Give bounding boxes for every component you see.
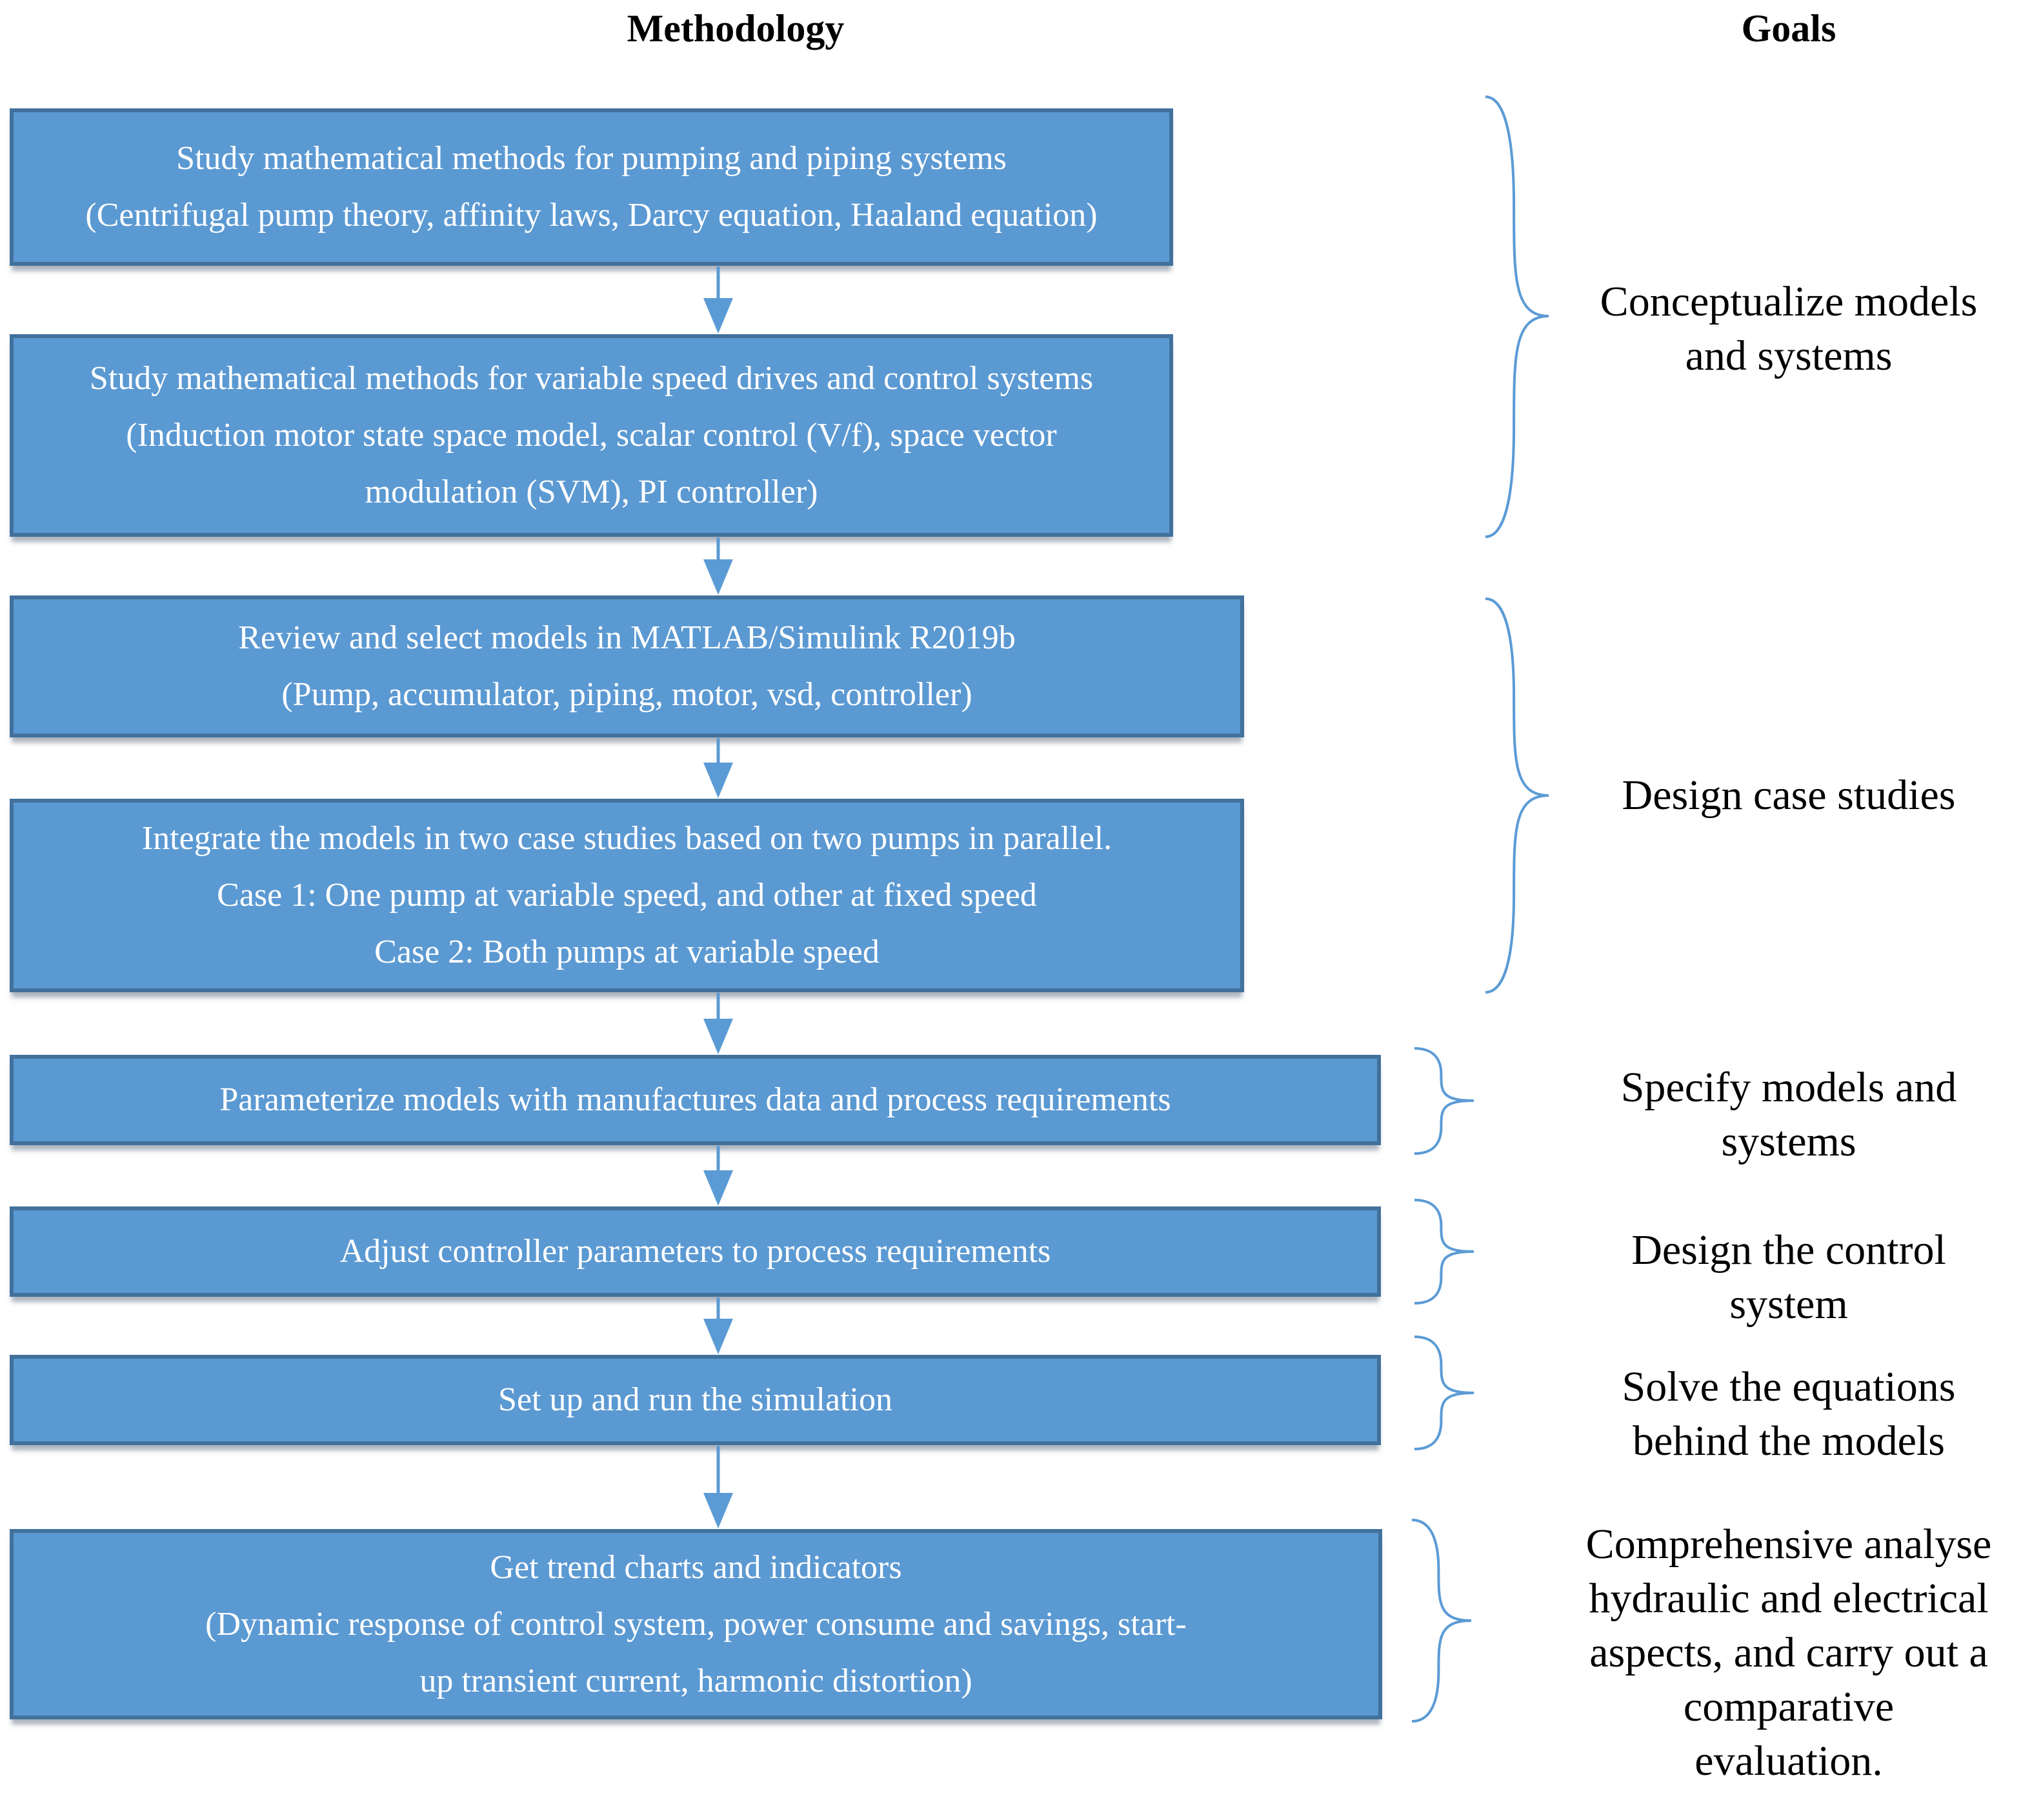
- step-text: Study mathematical methods for pumping a…: [85, 140, 1098, 234]
- down-arrow-icon: [703, 1297, 733, 1354]
- step-box-study-vsd-control: Study mathematical methods for variable …: [10, 334, 1173, 537]
- goal-specify-models: Specify models and systems: [1620, 1064, 1957, 1165]
- goals-column-title: Goals: [1741, 7, 1836, 50]
- methodology-column-title: Methodology: [627, 7, 845, 50]
- down-arrow-icon: [703, 993, 733, 1054]
- goal-conceptualize-models: Conceptualize models and systems: [1600, 278, 1978, 379]
- right-brace-icon: [1414, 1199, 1474, 1305]
- step-text: Review and select models in MATLAB/Simul…: [238, 619, 1016, 713]
- step-text: Integrate the models in two case studies…: [141, 820, 1112, 970]
- step-text: Study mathematical methods for variable …: [89, 360, 1094, 510]
- step-box-trend-charts-indicators: Get trend charts and indicators (Dynamic…: [10, 1529, 1382, 1719]
- down-arrow-icon: [703, 1146, 733, 1206]
- step-text: Set up and run the simulation: [498, 1381, 892, 1418]
- right-brace-icon: [1414, 1047, 1474, 1155]
- goal-comprehensive-analysis: Comprehensive analyse hydraulic and elec…: [1585, 1521, 1992, 1785]
- step-text: Get trend charts and indicators (Dynamic…: [205, 1548, 1187, 1699]
- step-box-review-select-models: Review and select models in MATLAB/Simul…: [10, 595, 1244, 737]
- down-arrow-icon: [703, 1446, 733, 1528]
- step-box-parameterize-models: Parameterize models with manufactures da…: [10, 1055, 1381, 1145]
- step-box-adjust-controller: Adjust controller parameters to process …: [10, 1206, 1381, 1297]
- step-text: Adjust controller parameters to process …: [339, 1233, 1051, 1270]
- step-box-integrate-case-studies: Integrate the models in two case studies…: [10, 799, 1244, 992]
- down-arrow-icon: [703, 738, 733, 798]
- step-box-run-simulation: Set up and run the simulation: [10, 1355, 1381, 1445]
- right-brace-icon: [1411, 1519, 1472, 1723]
- down-arrow-icon: [703, 266, 733, 334]
- goal-design-control-system: Design the control system: [1631, 1226, 1946, 1328]
- down-arrow-icon: [703, 537, 733, 595]
- step-box-study-pumping-piping: Study mathematical methods for pumping a…: [10, 108, 1173, 266]
- goal-solve-equations: Solve the equations behind the models: [1622, 1363, 1956, 1465]
- step-text: Parameterize models with manufactures da…: [219, 1081, 1171, 1118]
- right-brace-icon: [1414, 1335, 1474, 1450]
- goal-design-case-studies: Design case studies: [1622, 772, 1956, 819]
